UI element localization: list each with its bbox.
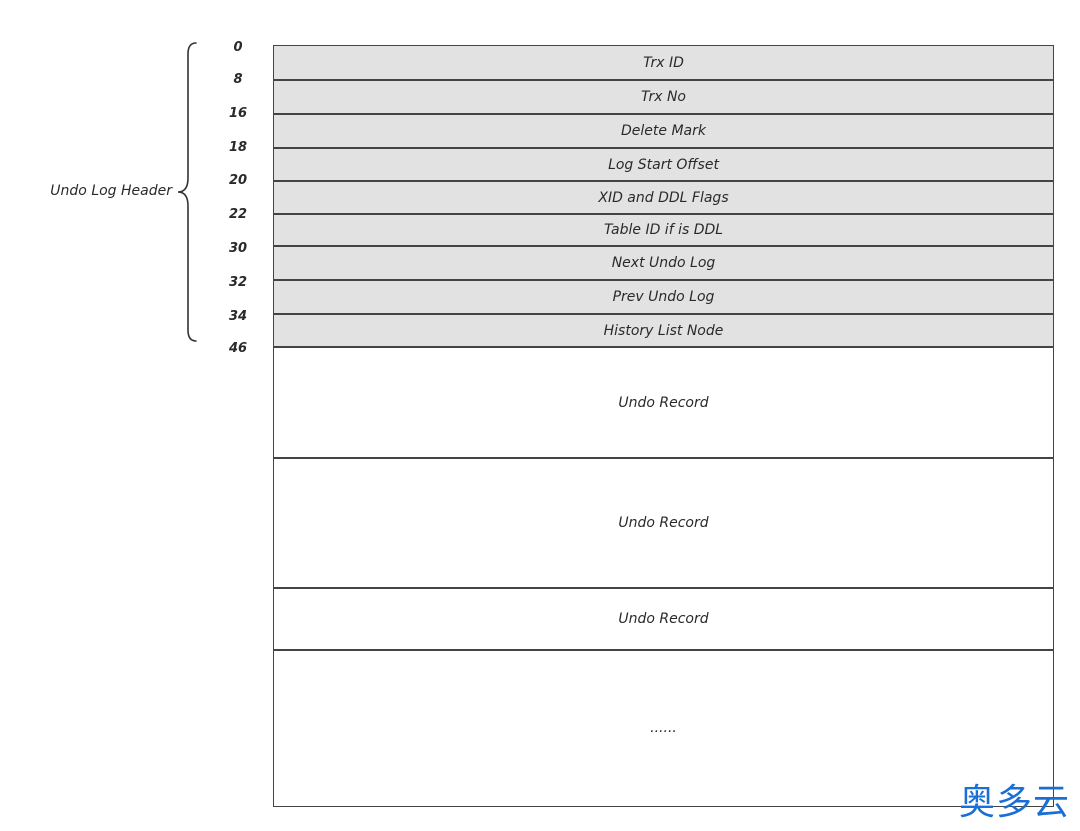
offset-label: 16 — [228, 106, 248, 121]
offset-label: 34 — [228, 309, 248, 324]
field-divider — [273, 587, 1054, 589]
more-records-ellipsis: ...... — [274, 650, 1053, 806]
field-table-id: Table ID if is DDL — [274, 214, 1053, 246]
field-prev-undo-log: Prev Undo Log — [274, 280, 1053, 314]
offset-label: 8 — [233, 72, 243, 87]
field-next-undo-log: Next Undo Log — [274, 246, 1053, 280]
offset-label: 46 — [228, 341, 248, 356]
field-delete-mark: Delete Mark — [274, 114, 1053, 148]
offset-label: 18 — [228, 140, 248, 155]
field-divider — [273, 79, 1054, 81]
offset-label: 32 — [228, 275, 248, 290]
field-divider — [273, 279, 1054, 281]
field-divider — [273, 649, 1054, 651]
undo-record: Undo Record — [274, 588, 1053, 650]
field-divider — [273, 245, 1054, 247]
offset-label: 22 — [228, 207, 248, 222]
field-divider — [273, 213, 1054, 215]
field-divider — [273, 313, 1054, 315]
undo-record: Undo Record — [274, 347, 1053, 458]
field-divider — [273, 147, 1054, 149]
field-history-list-node: History List Node — [274, 314, 1053, 347]
offset-label: 30 — [228, 241, 248, 256]
field-xid-ddl-flags: XID and DDL Flags — [274, 181, 1053, 214]
field-trx-id: Trx ID — [274, 46, 1053, 80]
field-divider — [273, 180, 1054, 182]
offset-label: 20 — [228, 173, 248, 188]
undo-log-header-label: Undo Log Header — [50, 183, 172, 199]
offset-label: 0 — [233, 40, 243, 55]
field-divider — [273, 346, 1054, 348]
field-divider — [273, 457, 1054, 459]
field-divider — [273, 113, 1054, 115]
header-brace-icon — [177, 42, 197, 342]
watermark-logo: 奥多云 — [958, 782, 1070, 823]
field-trx-no: Trx No — [274, 80, 1053, 114]
undo-record: Undo Record — [274, 458, 1053, 588]
field-log-start-offset: Log Start Offset — [274, 148, 1053, 181]
